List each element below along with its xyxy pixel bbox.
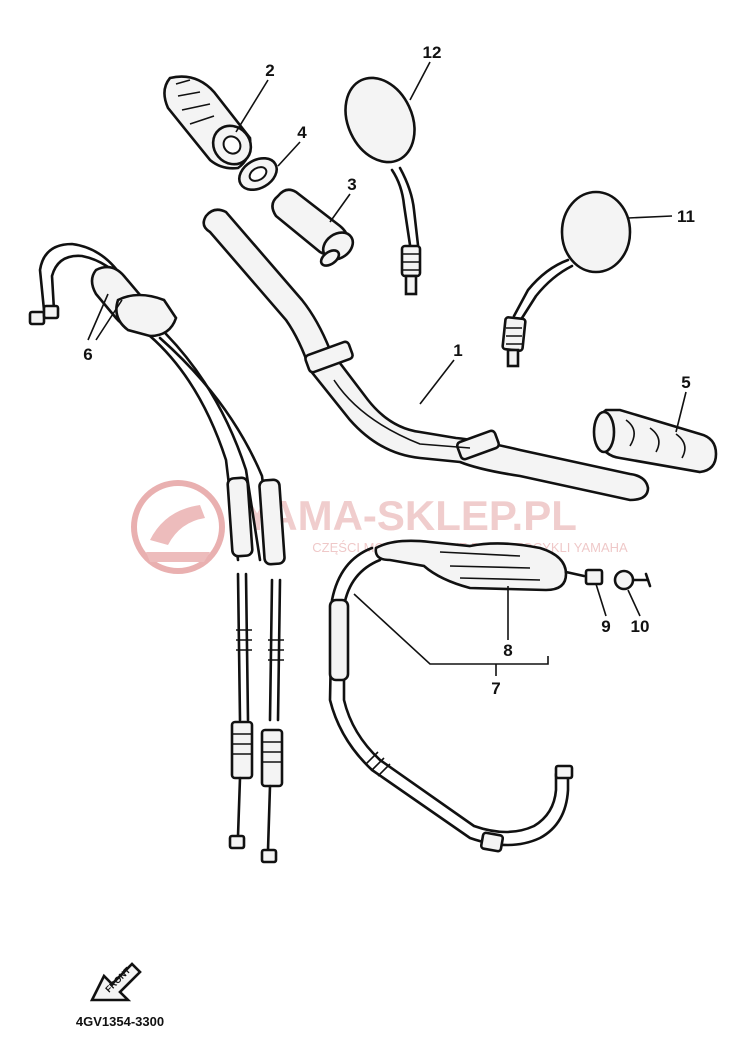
leader-10 bbox=[627, 589, 641, 617]
watermark-title: YAMA-SKLEP.PL bbox=[243, 492, 577, 539]
callout-11: 11 bbox=[677, 207, 695, 226]
part-1-handlebar bbox=[202, 208, 650, 502]
callout-1: 1 bbox=[453, 341, 462, 360]
leader-11 bbox=[627, 215, 673, 219]
part-9-nut bbox=[584, 568, 604, 586]
leader-2 bbox=[235, 79, 269, 133]
part-10-bolt bbox=[613, 569, 652, 591]
leader-3 bbox=[329, 193, 351, 223]
callout-4: 4 bbox=[297, 123, 307, 142]
leader-6 bbox=[87, 293, 123, 341]
part-3-throttle-tube bbox=[271, 188, 355, 267]
callout-7: 7 bbox=[491, 679, 500, 698]
leader-9 bbox=[595, 583, 607, 617]
diagram-code: 4GV1354-3300 bbox=[76, 1014, 164, 1029]
part-6-throttle-cables bbox=[28, 242, 286, 864]
watermark-logo-icon bbox=[131, 480, 225, 574]
callout-12: 12 bbox=[423, 43, 442, 62]
callout-labels: 2 4 3 12 11 1 5 6 8 9 10 7 bbox=[83, 43, 695, 698]
callout-10: 10 bbox=[631, 617, 650, 636]
part-7-cable-assembly bbox=[328, 539, 586, 853]
leader-lines bbox=[87, 61, 687, 676]
part-2-grip bbox=[163, 75, 253, 170]
leader-4 bbox=[277, 141, 301, 167]
callout-8: 8 bbox=[503, 641, 512, 660]
part-12-mirror bbox=[344, 76, 422, 296]
part-5-grip bbox=[592, 408, 718, 474]
leader-7 bbox=[353, 593, 549, 676]
leader-5 bbox=[675, 391, 687, 433]
part-4-collar bbox=[238, 156, 278, 192]
callout-5: 5 bbox=[681, 373, 690, 392]
front-arrow-icon: FRONT bbox=[89, 962, 142, 1002]
leader-12 bbox=[409, 61, 431, 101]
callout-3: 3 bbox=[347, 175, 356, 194]
callout-6: 6 bbox=[83, 345, 92, 364]
callout-2: 2 bbox=[265, 61, 274, 80]
part-11-mirror bbox=[501, 190, 632, 368]
leader-1 bbox=[419, 359, 455, 405]
callout-9: 9 bbox=[601, 617, 610, 636]
